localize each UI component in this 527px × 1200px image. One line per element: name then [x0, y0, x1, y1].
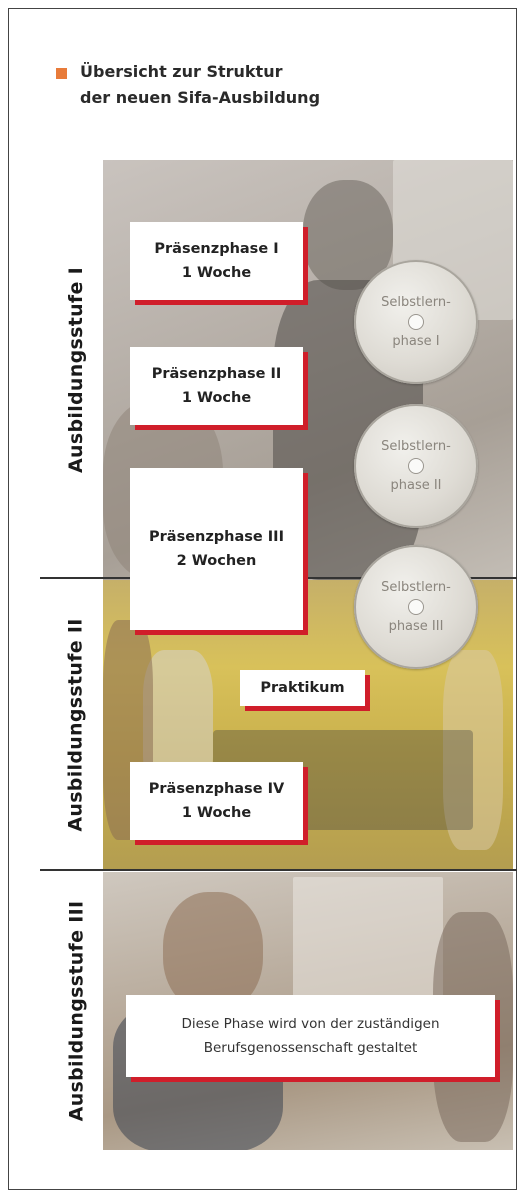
phase-box-3-duration: 2 Wochen	[176, 553, 257, 569]
caption-bullet	[56, 68, 67, 79]
phase-box-1-title: Präsenzphase I	[154, 241, 279, 257]
cd-1-line-2: phase I	[392, 334, 440, 349]
self-study-cd-3: Selbstlern- phase III	[354, 545, 478, 669]
praktikum-title: Praktikum	[260, 680, 345, 696]
stage-divider-2	[40, 869, 517, 871]
stage-label-3: Ausbildungsstufe III	[65, 900, 87, 1122]
cd-hole-icon	[408, 458, 424, 474]
phase-box-2: Präsenzphase II 1 Woche	[130, 347, 303, 425]
cd-hole-icon	[408, 314, 424, 330]
caption-line-1: Übersicht zur Struktur	[80, 62, 283, 81]
cd-hole-icon	[408, 599, 424, 615]
self-study-cd-1: Selbstlern- phase I	[354, 260, 478, 384]
stage-label-1: Ausbildungsstufe I	[65, 267, 88, 473]
stage-3-note-line-1: Diese Phase wird von der zuständigen	[181, 1016, 440, 1032]
phase-box-1: Präsenzphase I 1 Woche	[130, 222, 303, 300]
phase-box-3: Präsenzphase III 2 Wochen	[130, 468, 303, 630]
caption-line-2: der neuen Sifa-Ausbildung	[80, 88, 321, 107]
stage-3-note-line-2: Berufsgenossenschaft gestaltet	[203, 1040, 418, 1056]
cd-2-line-1: Selbstlern-	[381, 439, 451, 454]
cd-3-line-2: phase III	[388, 619, 444, 634]
self-study-cd-2: Selbstlern- phase II	[354, 404, 478, 528]
phase-box-2-duration: 1 Woche	[181, 390, 252, 406]
praktikum-box: Praktikum	[240, 670, 365, 706]
cd-2-line-2: phase II	[390, 478, 442, 493]
stage-3-note-box: Diese Phase wird von der zuständigen Ber…	[126, 995, 495, 1077]
person-shape	[163, 892, 263, 1012]
cd-1-line-1: Selbstlern-	[381, 295, 451, 310]
phase-box-1-duration: 1 Woche	[181, 265, 252, 281]
phase-box-2-title: Präsenzphase II	[151, 366, 282, 382]
phase-box-4-duration: 1 Woche	[181, 805, 252, 821]
stage-label-2: Ausbildungsstufe II	[65, 618, 88, 832]
phase-box-4: Präsenzphase IV 1 Woche	[130, 762, 303, 840]
person-shape	[443, 650, 503, 850]
phase-box-4-title: Präsenzphase IV	[148, 781, 285, 797]
phase-box-3-title: Präsenzphase III	[149, 529, 284, 545]
whiteboard-shape	[293, 877, 443, 997]
cd-3-line-1: Selbstlern-	[381, 580, 451, 595]
